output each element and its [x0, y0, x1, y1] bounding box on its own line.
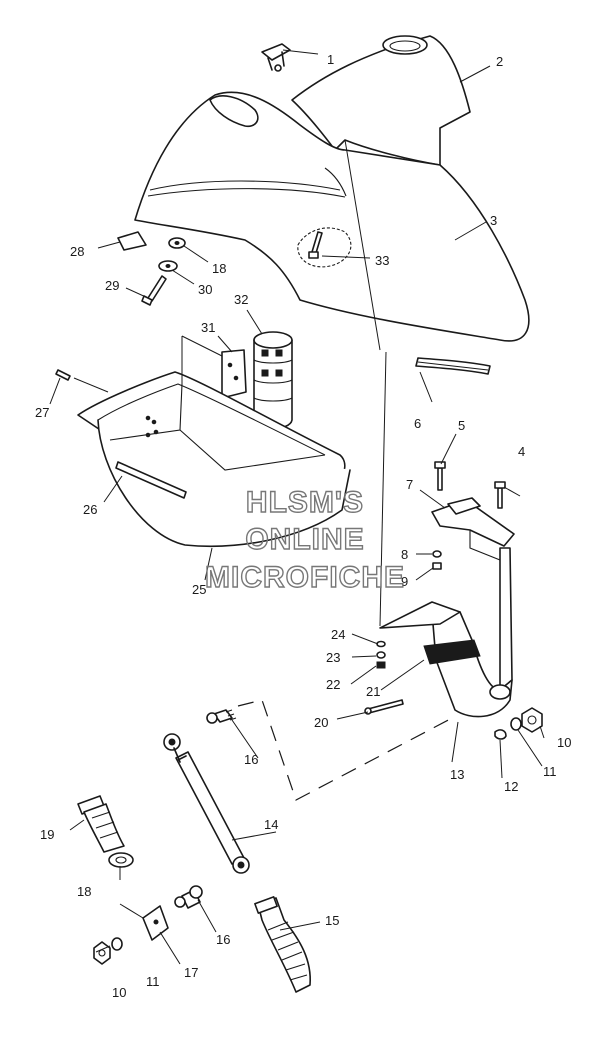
callout-3: 3	[490, 213, 497, 228]
part-hood	[134, 91, 530, 342]
part-19	[77, 795, 125, 853]
callout-25: 25	[192, 582, 206, 597]
callout-9: 9	[401, 574, 408, 589]
part-22-nut	[376, 661, 386, 669]
callout-6: 6	[414, 416, 421, 431]
part-bracket-1	[261, 43, 291, 72]
callout-2: 2	[496, 54, 503, 69]
callout-21: 21	[366, 684, 380, 699]
part-27	[55, 369, 71, 381]
part-12	[494, 729, 507, 740]
callout-16-upper: 16	[244, 752, 258, 767]
callout-17: 17	[184, 965, 198, 980]
part-4	[494, 481, 506, 509]
part-21-pin	[364, 699, 404, 715]
callout-29: 29	[105, 278, 119, 293]
part-22-pad	[423, 639, 481, 665]
part-11-right	[510, 717, 522, 731]
part-23	[376, 651, 386, 659]
callout-labels: 1 2 3 4 5 6 7 8 9 10 11 12 13 14 15 16 1…	[35, 52, 571, 1000]
callout-24: 24	[331, 627, 345, 642]
part-29	[141, 275, 167, 306]
callout-5: 5	[458, 418, 465, 433]
leader-lines	[49, 49, 545, 965]
part-10-lower	[93, 941, 111, 965]
callout-10-right: 10	[557, 735, 571, 750]
watermark-line-2: ONLINE	[245, 523, 364, 556]
part-7-bracket	[431, 497, 515, 561]
callout-18-upper: 18	[212, 261, 226, 276]
assembly-path	[237, 699, 457, 801]
watermark-line-3: MICROFICHE	[205, 561, 405, 594]
part-31	[221, 349, 247, 399]
callout-30: 30	[198, 282, 212, 297]
callout-8: 8	[401, 547, 408, 562]
part-8	[432, 550, 442, 558]
callout-23: 23	[326, 650, 340, 665]
watermark: HLSM'S ONLINE MICROFICHE	[204, 485, 405, 594]
part-30	[158, 260, 178, 272]
part-18-lower	[108, 852, 134, 868]
callout-27: 27	[35, 405, 49, 420]
callout-7: 7	[406, 477, 413, 492]
callout-11-lower: 11	[146, 974, 160, 989]
part-14-rod	[163, 733, 250, 874]
part-upper-cowl	[291, 35, 471, 166]
callout-14: 14	[264, 817, 278, 832]
callout-33: 33	[375, 253, 389, 268]
callout-20: 20	[314, 715, 328, 730]
part-17	[142, 905, 169, 941]
callout-16-lower: 16	[216, 932, 230, 947]
callout-12: 12	[504, 779, 518, 794]
callout-32: 32	[234, 292, 248, 307]
part-10-right	[521, 707, 543, 733]
part-13-arm	[379, 547, 513, 718]
callout-11-right: 11	[543, 764, 557, 779]
callout-4: 4	[518, 444, 525, 459]
part-15-boot	[254, 896, 311, 993]
callout-18-lower: 18	[77, 884, 91, 899]
part-storage-tray	[77, 371, 351, 548]
part-9	[432, 562, 442, 570]
callout-13: 13	[450, 767, 464, 782]
watermark-line-1: HLSM'S	[246, 486, 364, 519]
callout-26: 26	[83, 502, 97, 517]
callout-10-lower: 10	[112, 985, 126, 1000]
part-33	[308, 231, 323, 259]
part-16-lower	[174, 885, 203, 909]
part-24	[376, 640, 386, 648]
part-5	[434, 461, 446, 491]
part-11-lower	[111, 937, 123, 951]
callout-22: 22	[326, 677, 340, 692]
callout-28: 28	[70, 244, 84, 259]
callout-15: 15	[325, 913, 339, 928]
callout-19: 19	[40, 827, 54, 842]
part-6	[415, 357, 491, 375]
part-18-upper	[168, 237, 186, 249]
callout-31: 31	[201, 320, 215, 335]
part-28	[117, 231, 147, 251]
part-16-upper	[206, 709, 237, 724]
callout-1: 1	[327, 52, 334, 67]
